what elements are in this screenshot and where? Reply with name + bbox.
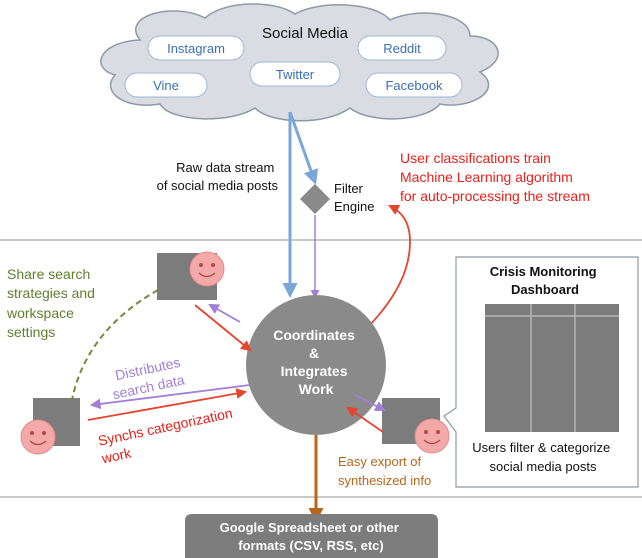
pill-instagram-label: Instagram xyxy=(167,41,225,56)
pill-facebook-label: Facebook xyxy=(385,78,443,93)
output-box: Google Spreadsheet or other formats (CSV… xyxy=(185,514,438,558)
dashboard-caption-line2: social media posts xyxy=(490,459,597,474)
ml-label: User classifications train Machine Learn… xyxy=(400,150,590,204)
synchs-label-line1: Synchs categorization xyxy=(97,405,234,449)
share-label-line1: Share search xyxy=(7,266,90,282)
hub-label-line1: Coordinates xyxy=(273,327,355,343)
synchs-label: Synchs categorization work xyxy=(96,404,242,467)
pill-instagram: Instagram xyxy=(147,35,245,61)
pill-reddit-label: Reddit xyxy=(383,41,421,56)
filter-engine-label: Filter Engine xyxy=(334,181,374,214)
smiley-icon xyxy=(414,418,450,454)
smiley-icon xyxy=(189,251,225,287)
left-user-to-hub-arrow xyxy=(87,388,248,421)
hub-to-right-user-arrow xyxy=(354,394,386,411)
pill-twitter-label: Twitter xyxy=(276,67,315,82)
cloud-title: Social Media xyxy=(262,25,349,42)
ml-training-arrow xyxy=(364,205,411,331)
dashboard-columns xyxy=(485,304,619,432)
filter-engine-label-line1: Filter xyxy=(334,181,364,196)
dashboard-title: Crisis Monitoring Dashboard xyxy=(490,264,601,297)
dashboard-title-line1: Crisis Monitoring xyxy=(490,264,597,279)
user-workspace-left xyxy=(20,398,80,455)
hub-label-line4: Work xyxy=(299,381,334,397)
pill-twitter: Twitter xyxy=(249,61,341,87)
smiley-icon xyxy=(20,419,56,455)
ml-label-line3: for auto-processing the stream xyxy=(400,188,590,204)
dashboard-title-line2: Dashboard xyxy=(511,282,579,297)
pill-vine: Vine xyxy=(124,72,208,98)
hub-label: Coordinates & Integrates Work xyxy=(273,327,359,397)
coordination-hub xyxy=(246,295,386,435)
cloud-to-filter-arrow xyxy=(288,111,319,185)
output-box-line1: Google Spreadsheet or other xyxy=(220,520,399,535)
top-user-to-hub-arrow xyxy=(194,304,252,352)
dashboard-caption-line1: Users filter & categorize xyxy=(472,440,610,455)
social-media-cloud: Social Media Instagram Reddit Vine Twitt… xyxy=(100,3,499,122)
export-label-line1: Easy export of xyxy=(338,454,421,469)
hub-label-line2: & xyxy=(309,345,319,361)
filter-engine-label-line2: Engine xyxy=(334,199,374,214)
share-strategies-arrow xyxy=(71,289,159,401)
user-workspace-top xyxy=(157,251,225,300)
dashboard-caption: Users filter & categorize social media p… xyxy=(472,440,614,474)
share-label: Share search strategies and workspace se… xyxy=(6,266,99,340)
raw-stream-label-line1: Raw data stream xyxy=(176,160,274,175)
pill-facebook: Facebook xyxy=(365,72,463,98)
synchs-label-line2: work xyxy=(99,444,133,466)
ml-label-line2: Machine Learning algorithm xyxy=(400,169,573,185)
share-label-line4: settings xyxy=(7,324,55,340)
raw-stream-label-line2: of social media posts xyxy=(157,178,279,193)
export-label: Easy export of synthesized info xyxy=(338,454,431,488)
hub-to-top-user-arrow xyxy=(208,303,241,323)
raw-stream-label: Raw data stream of social media posts xyxy=(157,160,279,193)
right-user-to-hub-arrow xyxy=(346,406,384,433)
pill-vine-label: Vine xyxy=(153,78,179,93)
export-label-line2: synthesized info xyxy=(338,473,431,488)
share-label-line2: strategies and xyxy=(7,285,95,301)
filter-engine-diamond xyxy=(300,184,330,214)
output-box-line2: formats (CSV, RSS, etc) xyxy=(238,538,383,553)
share-label-line3: workspace xyxy=(6,305,74,321)
hub-label-line3: Integrates xyxy=(281,363,348,379)
pill-reddit: Reddit xyxy=(357,35,447,61)
dashboard-callout: Crisis Monitoring Dashboard Users filter… xyxy=(443,256,639,488)
user-workspace-right xyxy=(382,398,450,454)
ml-label-line1: User classifications train xyxy=(400,150,551,166)
output-box-label: Google Spreadsheet or other formats (CSV… xyxy=(220,520,403,553)
hub-to-left-user-arrow xyxy=(89,384,251,410)
